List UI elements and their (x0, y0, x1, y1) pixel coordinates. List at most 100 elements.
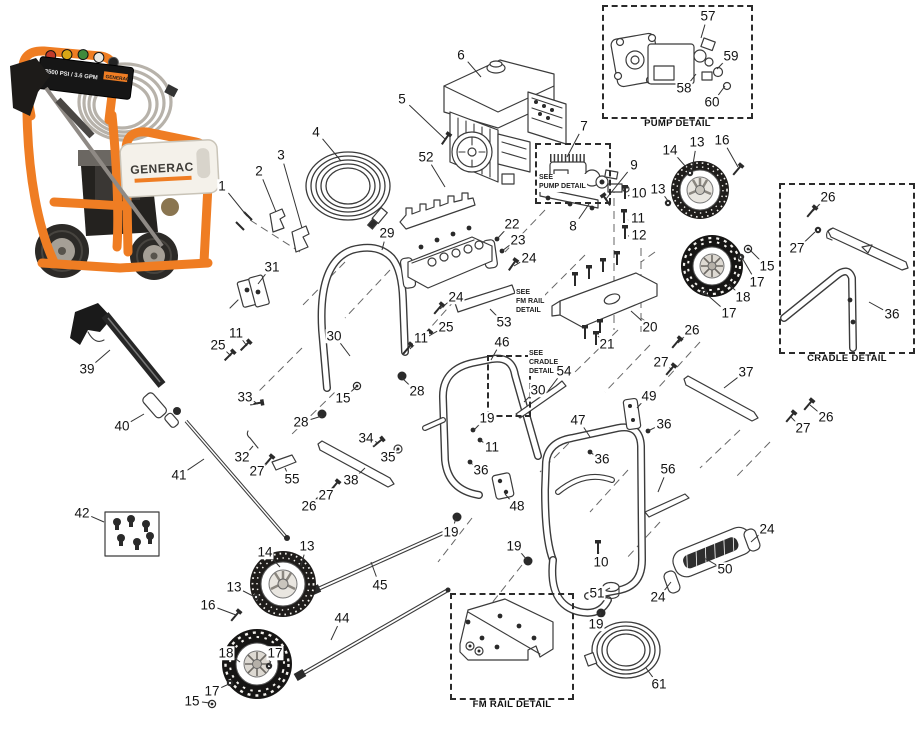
callout-58: 58 (675, 80, 693, 96)
cradle-ref-box (487, 355, 531, 417)
leader-line-36 (589, 451, 594, 455)
callout-61: 61 (650, 676, 668, 692)
callout-1: 1 (217, 178, 227, 194)
callout-4: 4 (311, 124, 321, 140)
callout-12: 12 (630, 227, 648, 243)
leader-line-36 (647, 427, 656, 432)
pin-32 (246, 430, 259, 449)
bracket-31 (229, 274, 270, 309)
callout-34: 34 (357, 430, 375, 446)
see-note-0: SEE PUMP DETAIL (538, 174, 587, 192)
callout-8: 8 (568, 218, 578, 234)
leader-line-23 (501, 244, 511, 252)
callout-46: 46 (493, 334, 511, 350)
leader-line-19 (599, 611, 602, 616)
leader-line-19 (453, 517, 457, 524)
wheel-14-bottom (250, 551, 316, 617)
callout-13: 13 (225, 579, 243, 595)
callout-31: 31 (263, 259, 281, 275)
nozzle-kit-42 (104, 511, 160, 557)
leader-line-15 (201, 701, 211, 704)
leader-line-46 (490, 349, 498, 361)
callout-60: 60 (703, 94, 721, 110)
leader-line-1 (228, 192, 248, 217)
leader-line-58 (690, 73, 697, 82)
callout-39: 39 (78, 361, 96, 377)
callout-27: 27 (317, 487, 335, 503)
leader-line-13 (691, 150, 696, 171)
leader-line-20 (630, 310, 643, 322)
callout-50: 50 (716, 561, 734, 577)
product-photo: 3500 PSI / 3.6 GPM GENERAC GENERAC (10, 46, 220, 280)
bracket-49 (622, 397, 642, 431)
coupler-40 (142, 392, 179, 428)
callout-17: 17 (266, 645, 284, 661)
leader-line-49 (636, 402, 643, 409)
callout-6: 6 (456, 47, 466, 63)
see-note-1: SEE FM RAIL DETAIL (515, 289, 546, 316)
leader-line-33 (253, 400, 259, 405)
leader-line-27 (790, 416, 796, 423)
leader-line-17 (740, 255, 753, 275)
leader-line-27 (332, 485, 336, 489)
leader-line-52 (430, 164, 446, 188)
leader-line-31 (257, 273, 267, 285)
callout-27: 27 (794, 420, 812, 436)
leader-line-15 (747, 247, 761, 261)
callout-21: 21 (598, 336, 616, 352)
leader-line-13 (242, 590, 256, 598)
pad-55 (271, 454, 297, 471)
callout-19: 19 (587, 616, 605, 632)
callout-49: 49 (640, 388, 658, 404)
leader-line-45 (370, 561, 377, 577)
leader-line-16 (217, 607, 237, 616)
leader-line-19 (520, 552, 528, 561)
callout-36: 36 (883, 306, 901, 322)
callout-37: 37 (737, 364, 755, 380)
leader-line-17 (268, 660, 272, 667)
leader-line-53 (489, 308, 498, 317)
leader-line-8 (578, 203, 590, 220)
cradle-detail-drawing (780, 203, 909, 352)
leader-line-59 (716, 61, 725, 70)
see-note-2: SEE CRADLE DETAIL (528, 350, 560, 377)
leader-line-10 (597, 548, 600, 554)
callout-26: 26 (300, 498, 318, 514)
callout-16: 16 (199, 597, 217, 613)
leader-line-6 (467, 61, 482, 78)
leader-line-17 (703, 291, 722, 308)
callout-9: 9 (629, 157, 639, 173)
callout-10: 10 (592, 554, 610, 570)
callout-28: 28 (408, 383, 426, 399)
phantom-lines (249, 185, 771, 609)
photo-cover: GENERAC (119, 139, 220, 198)
leader-line-29 (381, 241, 385, 251)
cradle-detail-box-label: CRADLE DETAIL (807, 353, 887, 364)
callout-24: 24 (447, 289, 465, 305)
callout-24: 24 (520, 250, 538, 266)
leader-line-2 (262, 179, 277, 213)
leader-line-25 (428, 330, 438, 337)
callout-54: 54 (555, 363, 573, 379)
leader-line-28 (401, 377, 410, 386)
leader-line-19 (472, 423, 481, 432)
hose-coil-61 (583, 621, 661, 679)
callout-36: 36 (472, 462, 490, 478)
callout-30: 30 (325, 328, 343, 344)
callout-16: 16 (713, 132, 731, 148)
photo-spec-panel: 3500 PSI / 3.6 GPM GENERAC (36, 49, 135, 100)
callout-41: 41 (170, 467, 188, 483)
callout-15: 15 (183, 693, 201, 709)
leader-line-56 (657, 477, 665, 493)
leader-line-10 (627, 194, 630, 197)
callout-15: 15 (334, 390, 352, 406)
callout-57: 57 (699, 8, 717, 24)
left-cradle-46 (422, 354, 542, 499)
pump-detail-box-label: PUMP DETAIL (644, 118, 711, 129)
leader-line-47 (583, 427, 591, 438)
fm-rail-detail-drawing (459, 598, 554, 661)
callout-52: 52 (417, 149, 435, 165)
callout-53: 53 (495, 314, 513, 330)
